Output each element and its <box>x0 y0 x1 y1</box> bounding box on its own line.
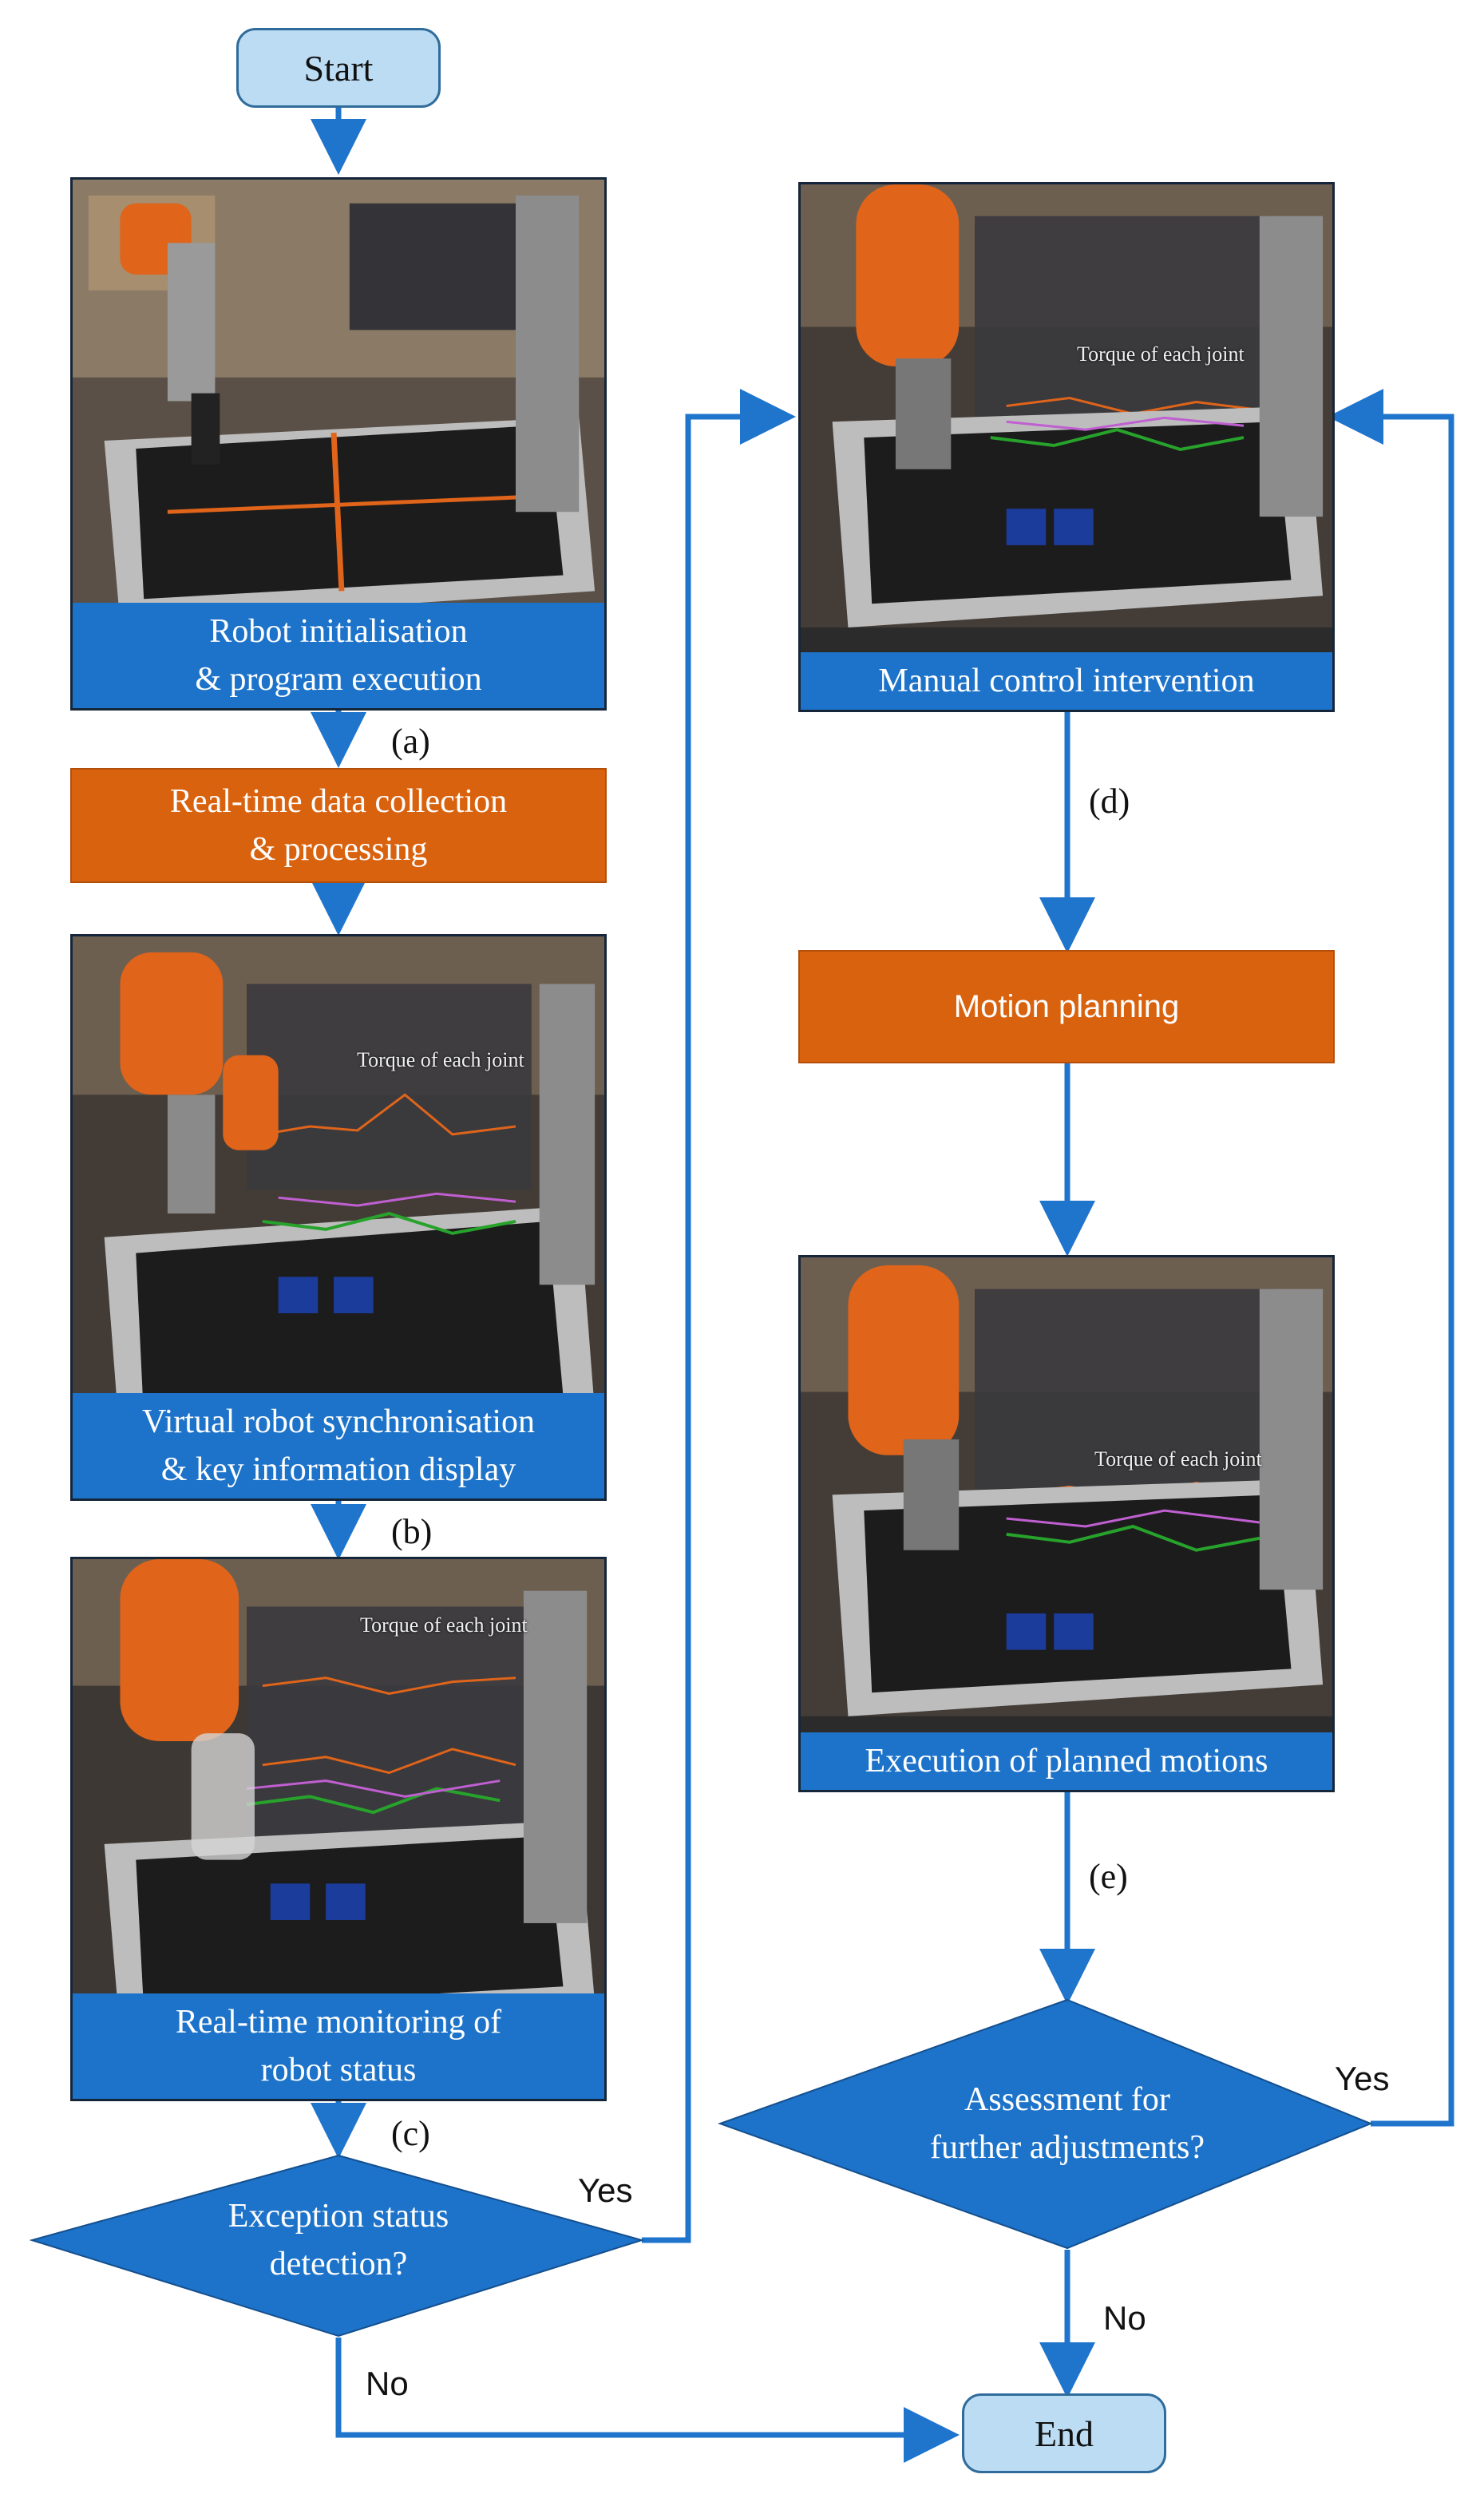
assessment-no-label: No <box>1103 2299 1146 2337</box>
panel-virtual-robot-sync: Torque of each joint Virtual robot synch… <box>70 934 607 1501</box>
arrow-assessment-yes-to-manual <box>1328 389 1454 2127</box>
panel-e-torque-overlay: Torque of each joint <box>1094 1447 1262 1471</box>
end-label: End <box>1034 2413 1094 2454</box>
panel-c-torque-overlay: Torque of each joint <box>360 1613 528 1637</box>
panel-a-caption: Robot initialisation & program execution <box>73 603 604 708</box>
panel-realtime-monitoring: Torque of each joint Real-time monitorin… <box>70 1557 607 2101</box>
exception-decision-diamond <box>29 2154 645 2338</box>
step-label-d: (d) <box>1089 782 1130 821</box>
start-label: Start <box>303 47 374 89</box>
start-terminal: Start <box>236 28 441 108</box>
assessment-decision-diamond <box>718 1998 1373 2250</box>
step-label-c: (c) <box>391 2114 430 2153</box>
end-terminal: End <box>962 2393 1166 2473</box>
exception-yes-label: Yes <box>578 2171 633 2209</box>
robot-manual-control-image <box>801 184 1332 710</box>
arrow-exception-no-to-end <box>335 2338 960 2463</box>
motion-planning-process: Motion planning <box>798 950 1335 1063</box>
assessment-yes-label: Yes <box>1335 2060 1390 2097</box>
arrow-exception-yes-to-manual <box>642 389 796 2243</box>
robot-execution-image <box>801 1257 1332 1790</box>
panel-d-caption: Manual control intervention <box>801 652 1332 710</box>
step-label-e: (e) <box>1089 1857 1128 1896</box>
exception-no-label: No <box>366 2365 409 2402</box>
panel-b-caption: Virtual robot synchronisation & key info… <box>73 1393 604 1498</box>
panel-robot-initialisation: Robot initialisation & program execution <box>70 177 607 711</box>
panel-b-torque-overlay: Torque of each joint <box>357 1048 524 1071</box>
step-label-b: (b) <box>391 1512 433 1551</box>
panel-manual-control: Torque of each joint Manual control inte… <box>798 182 1335 712</box>
assessment-decision-label: Assessment for further adjustments? <box>929 2081 1205 2166</box>
panel-execution-planned-motions: Torque of each joint Execution of planne… <box>798 1255 1335 1792</box>
panel-e-caption: Execution of planned motions <box>801 1732 1332 1790</box>
panel-d-torque-overlay: Torque of each joint <box>1077 342 1245 366</box>
data-collection-process: Real-time data collection & processing <box>70 768 607 883</box>
step-label-a: (a) <box>391 722 430 761</box>
exception-decision-label: Exception status detection? <box>228 2198 449 2282</box>
panel-c-caption: Real-time monitoring of robot status <box>73 1993 604 2099</box>
